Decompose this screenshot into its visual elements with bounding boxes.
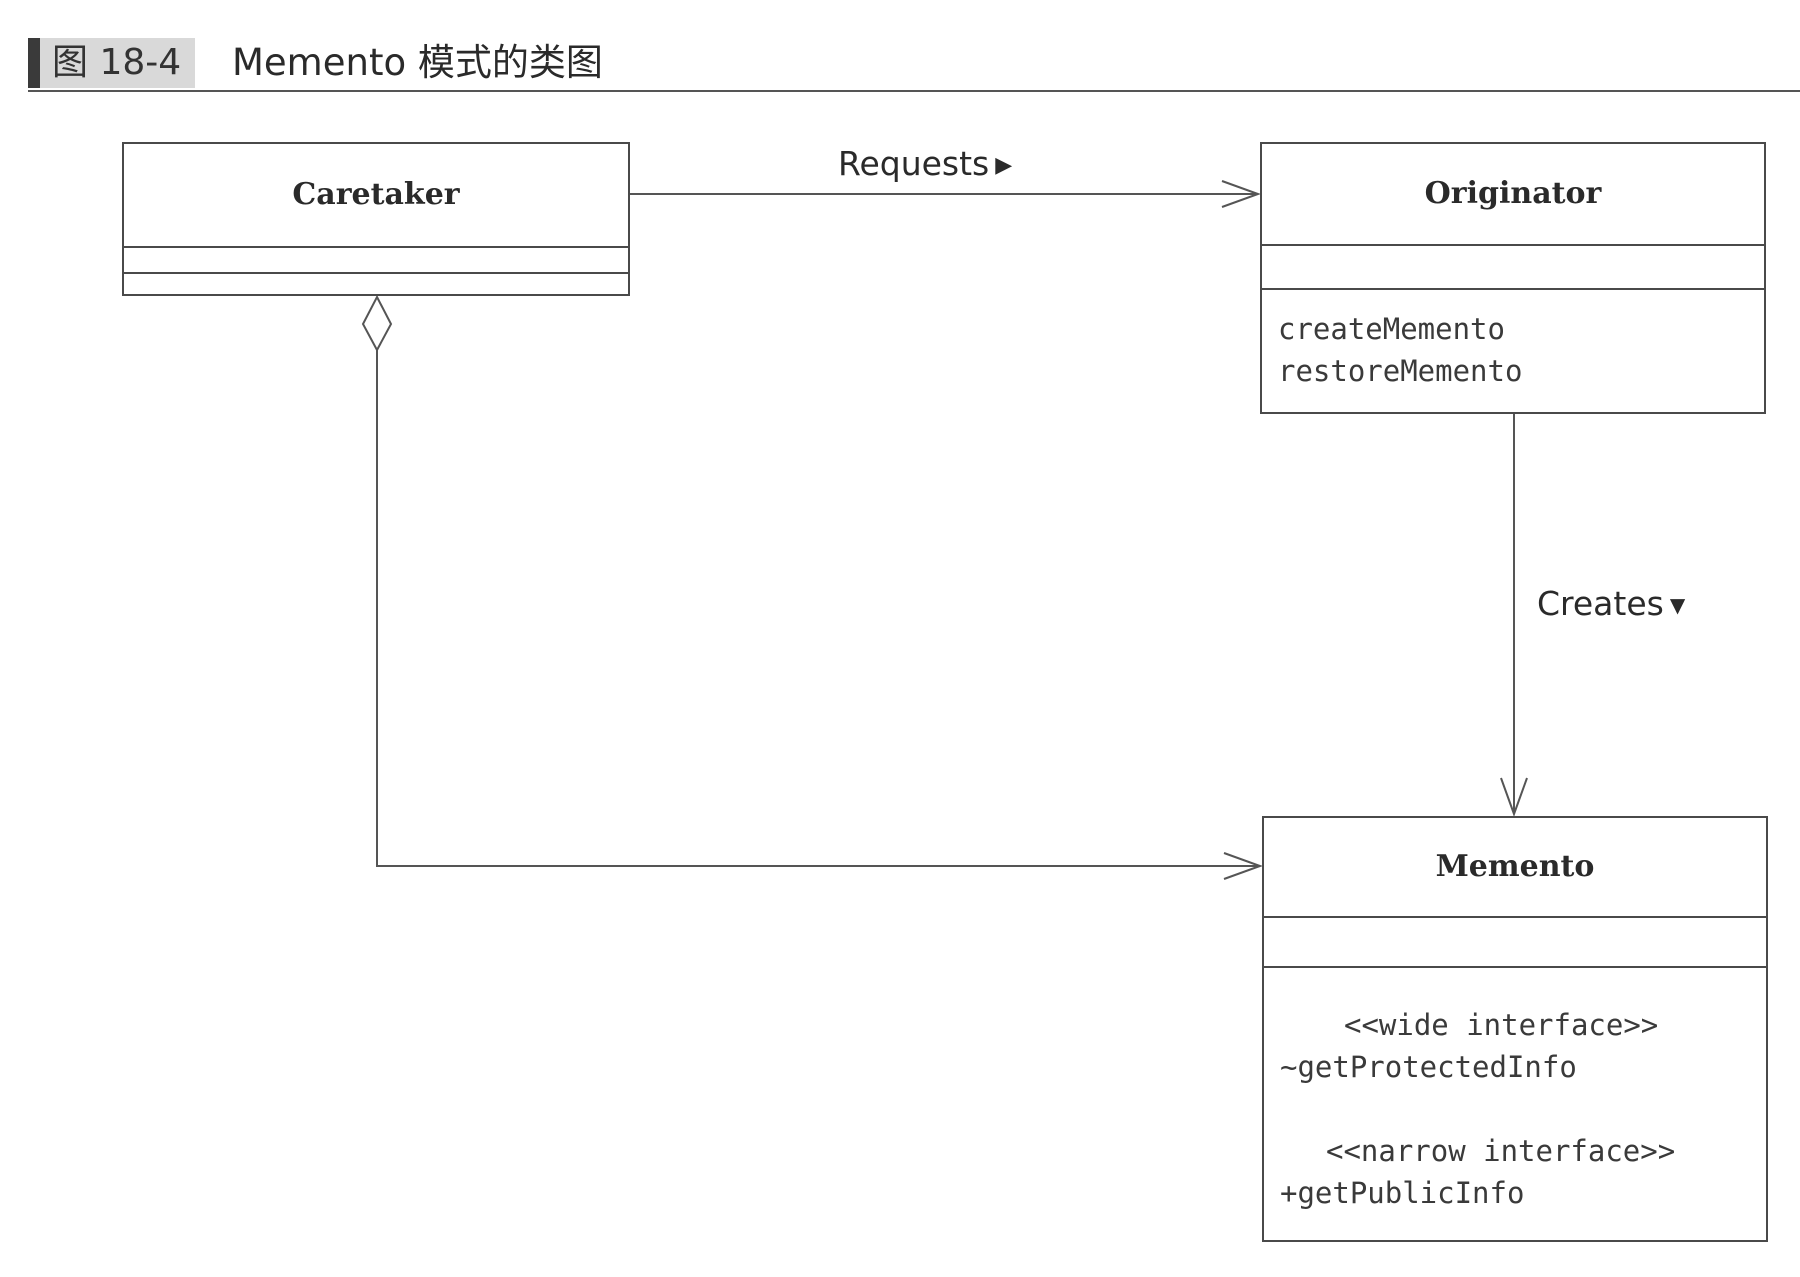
- attributes-compartment: [1262, 246, 1764, 290]
- figure-caption: 图 18-4 Memento 模式的类图: [28, 38, 1800, 92]
- requests-arrowhead: [1221, 180, 1261, 208]
- creates-label: Creates▼: [1537, 584, 1686, 623]
- right-triangle-icon: ▶: [995, 153, 1013, 178]
- figure-number: 图 18-4: [28, 38, 196, 88]
- class-memento: Memento <<wide interface>> ~getProtected…: [1262, 816, 1768, 1242]
- creates-arrowhead: [1500, 777, 1528, 817]
- operation: ~getProtectedInfo: [1280, 1050, 1577, 1084]
- operation: restoreMemento: [1278, 354, 1523, 388]
- attributes-compartment: [124, 248, 628, 274]
- aggregation-diamond: [361, 294, 393, 353]
- down-triangle-icon: ▼: [1669, 593, 1686, 617]
- class-originator: Originator createMemento restoreMemento: [1260, 142, 1766, 414]
- attributes-compartment: [1264, 918, 1766, 968]
- narrow-interface-stereotype: <<narrow interface>>: [1326, 1134, 1676, 1168]
- operations-compartment: <<wide interface>> ~getProtectedInfo <<n…: [1264, 968, 1766, 1214]
- class-name: Caretaker: [124, 144, 628, 248]
- wide-interface-stereotype: <<wide interface>>: [1344, 1008, 1659, 1042]
- operation: +getPublicInfo: [1280, 1176, 1525, 1210]
- class-name: Memento: [1264, 818, 1766, 918]
- aggregation-arrowhead: [1223, 852, 1263, 880]
- operations-compartment: createMemento restoreMemento: [1262, 290, 1764, 392]
- operation: createMemento: [1278, 312, 1505, 346]
- figure-title: Memento 模式的类图: [232, 41, 603, 84]
- aggregation-line: [376, 350, 1260, 867]
- requests-label: Requests▶: [838, 144, 1013, 183]
- class-caretaker: Caretaker: [122, 142, 630, 296]
- class-name: Originator: [1262, 144, 1764, 246]
